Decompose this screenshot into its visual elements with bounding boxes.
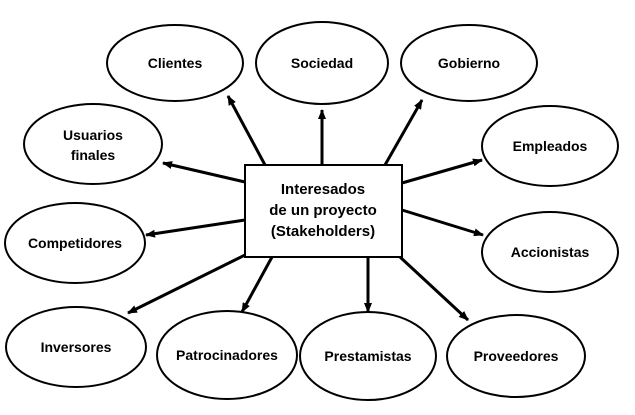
- node-label-patrocinadores: Patrocinadores: [176, 347, 278, 363]
- arrow-to-proveedores: [398, 255, 470, 322]
- node-proveedores: Proveedores: [446, 314, 586, 398]
- node-label-accionistas: Accionistas: [511, 244, 590, 260]
- arrow-to-clientes: [226, 95, 267, 166]
- node-competidores: Competidores: [4, 202, 146, 284]
- connector-arrows: [127, 95, 484, 322]
- arrow-to-patrocinadores: [240, 256, 274, 313]
- center-box: Interesados de un proyecto (Stakeholders…: [244, 164, 403, 258]
- node-label-competidores: Competidores: [28, 235, 122, 251]
- node-prestamistas: Prestamistas: [299, 311, 437, 401]
- node-usuarios-finales: Usuarios finales: [23, 103, 163, 185]
- node-label-proveedores: Proveedores: [474, 348, 559, 364]
- node-label-prestamistas: Prestamistas: [324, 348, 411, 364]
- node-sociedad: Sociedad: [255, 21, 389, 105]
- center-label-line3: (Stakeholders): [271, 223, 375, 240]
- node-empleados: Empleados: [481, 105, 619, 187]
- node-label-clientes: Clientes: [148, 55, 203, 71]
- node-gobierno: Gobierno: [400, 24, 538, 102]
- node-patrocinadores: Patrocinadores: [156, 310, 298, 400]
- node-label-usuarios-finales-line1: Usuarios: [63, 127, 123, 143]
- arrow-to-inversores: [127, 253, 246, 315]
- center-label-line1: Interesados: [281, 181, 365, 198]
- node-label-sociedad: Sociedad: [291, 55, 353, 71]
- node-label-gobierno: Gobierno: [438, 55, 500, 71]
- arrow-to-competidores: [145, 218, 246, 238]
- center-label-line2: de un proyecto: [269, 202, 377, 219]
- arrow-to-accionistas: [401, 208, 484, 237]
- node-clientes: Clientes: [106, 24, 244, 102]
- node-label-empleados: Empleados: [513, 138, 588, 154]
- stakeholder-nodes: Clientes Sociedad Gobierno Usuarios fina…: [4, 21, 619, 401]
- node-label-inversores: Inversores: [41, 339, 112, 355]
- arrow-to-gobierno: [383, 99, 424, 166]
- arrow-to-usuarios-finales: [162, 161, 246, 184]
- arrow-to-empleados: [401, 158, 483, 185]
- node-inversores: Inversores: [5, 306, 147, 388]
- node-accionistas: Accionistas: [481, 211, 619, 293]
- node-label-usuarios-finales-line2: finales: [71, 147, 116, 163]
